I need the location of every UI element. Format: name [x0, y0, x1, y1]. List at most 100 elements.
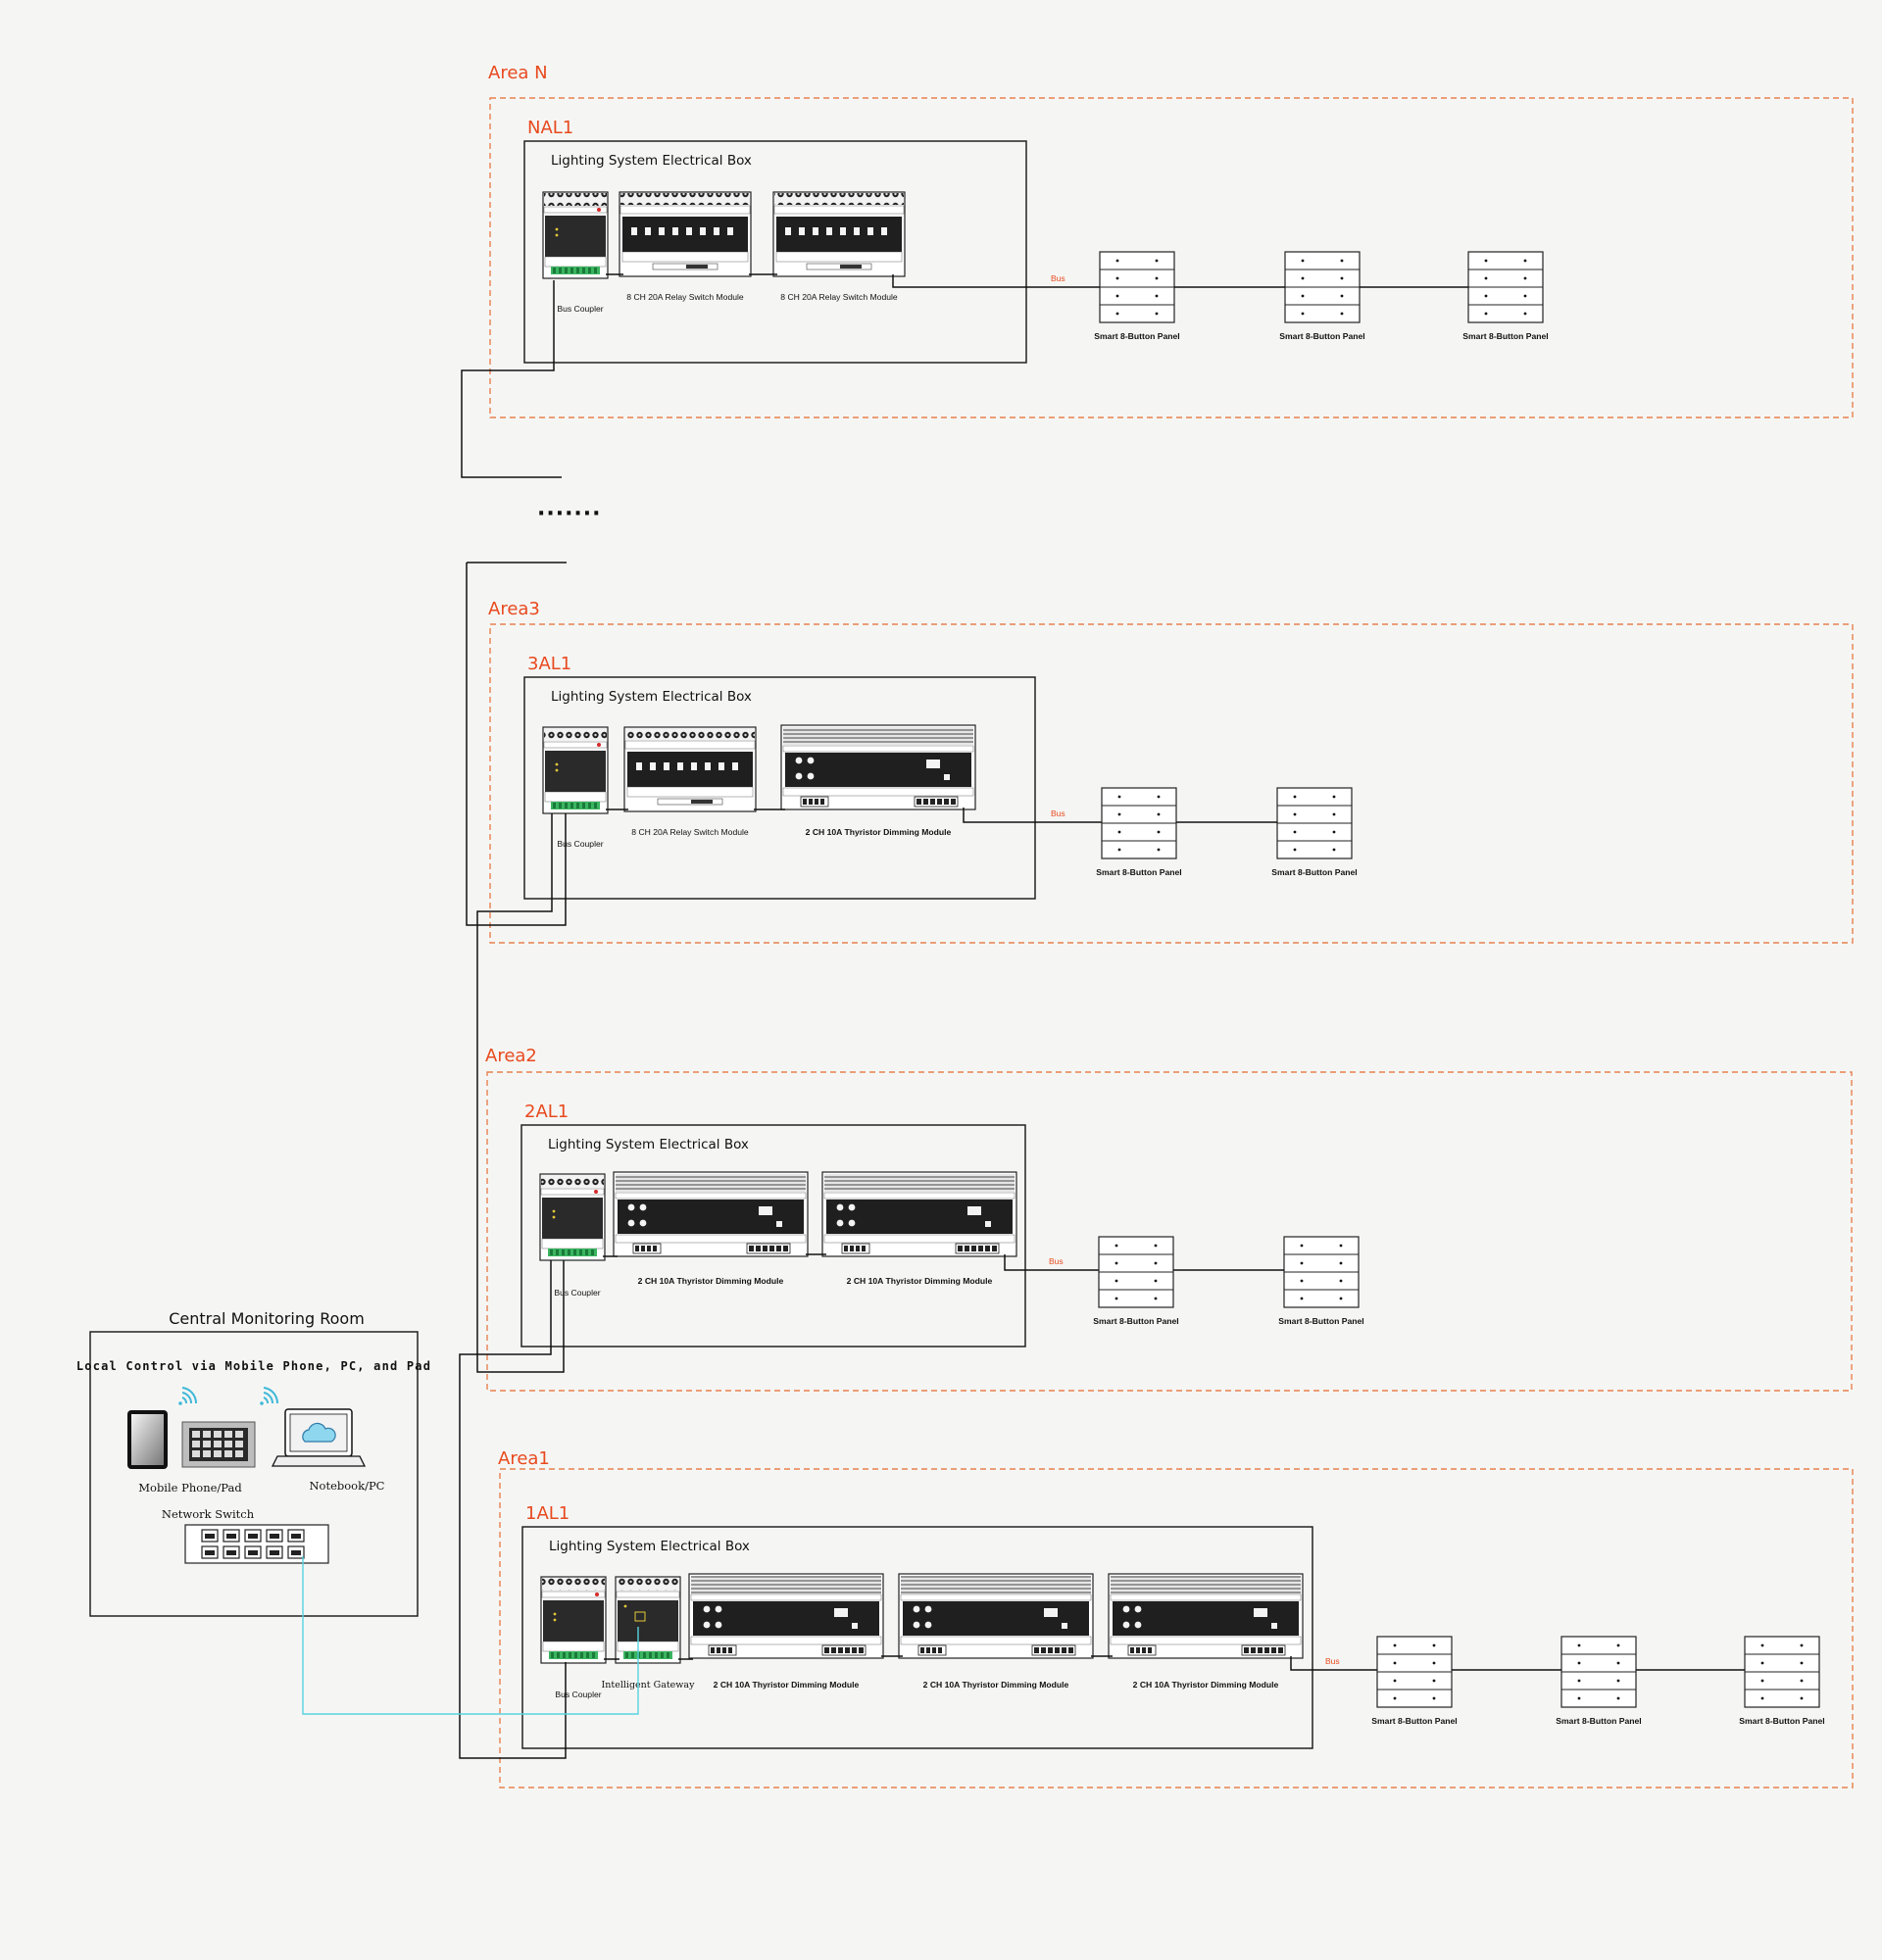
knob-icon	[715, 1605, 722, 1613]
terminal-pin	[653, 1246, 657, 1251]
green-connector	[551, 802, 600, 809]
connector-pin	[565, 803, 568, 808]
panel-button-icon	[1301, 312, 1305, 316]
relay-switch-icon	[659, 227, 665, 235]
relay-switch-icon	[867, 227, 873, 235]
relay-switch-icon	[732, 762, 738, 770]
panel-button-icon	[1115, 312, 1119, 316]
led-icon	[552, 1215, 556, 1219]
connector-pin	[568, 1250, 570, 1255]
led-icon	[555, 762, 559, 766]
module-label: Bus Coupler	[557, 304, 603, 314]
front-panel	[627, 752, 753, 787]
panel-button-icon	[1577, 1696, 1581, 1700]
port-contact	[205, 1534, 215, 1539]
panel-button-icon	[1577, 1679, 1581, 1683]
panel-button-icon	[1523, 312, 1527, 316]
terminal-pin	[844, 1246, 848, 1251]
electrical-box	[520, 1124, 1026, 1348]
bus-connector	[691, 800, 713, 804]
label-strip	[690, 1636, 882, 1645]
relay-switch-icon	[631, 227, 637, 235]
panel-button-icon	[1117, 848, 1121, 852]
green-connector	[623, 1651, 672, 1659]
knob-icon	[1134, 1605, 1142, 1613]
terminal-pin	[815, 799, 818, 805]
bus-coupler-module	[540, 1576, 607, 1664]
button-icon	[776, 1221, 782, 1227]
box-title: Lighting System Electrical Box	[551, 689, 752, 705]
backbone-cable	[476, 813, 565, 1373]
knob-icon	[848, 1219, 856, 1227]
panel-button-icon	[1301, 294, 1305, 298]
panel-button-icon	[1300, 1261, 1304, 1265]
room-title: Central Monitoring Room	[169, 1309, 365, 1328]
panel-button-icon	[1760, 1696, 1764, 1700]
connector-pin	[591, 1250, 594, 1255]
connector-pin	[562, 1250, 565, 1255]
terminal-pin	[1041, 1647, 1046, 1653]
relay-module	[623, 726, 757, 812]
lower-strip	[542, 1641, 605, 1652]
output-terminal	[914, 796, 959, 808]
panel-button-icon	[1523, 259, 1527, 263]
terminal-pin	[1142, 1647, 1146, 1653]
box-label: 3AL1	[527, 654, 571, 674]
panel-button-icon	[1393, 1643, 1397, 1647]
led-icon	[623, 1604, 627, 1608]
terminal-pin	[965, 1246, 969, 1251]
terminal-pin	[1034, 1647, 1039, 1653]
connector-pin	[586, 1652, 589, 1658]
area-label: Area N	[488, 63, 548, 83]
keypad-key	[192, 1431, 200, 1438]
connector-pin	[649, 1652, 652, 1658]
terminal-pin	[958, 1246, 963, 1251]
connector-pin	[580, 1652, 583, 1658]
dimmer-module	[1108, 1573, 1304, 1659]
relay-module	[619, 191, 752, 277]
panel-button-icon	[1760, 1661, 1764, 1665]
lower-strip	[617, 1641, 679, 1652]
knob-icon	[924, 1621, 932, 1629]
front-panel	[693, 1601, 879, 1636]
smart-panel-icon	[1560, 1636, 1637, 1708]
panel-button-icon	[1301, 259, 1305, 263]
display-icon	[759, 1206, 772, 1215]
relay-switch-icon	[813, 227, 818, 235]
terminal-labels	[624, 740, 756, 750]
connector-pin	[594, 268, 597, 273]
bus-label: Bus	[1049, 1256, 1064, 1266]
panel-button-icon	[1154, 1297, 1158, 1300]
module-label: 8 CH 20A Relay Switch Module	[631, 827, 749, 837]
wifi-dot	[260, 1401, 264, 1405]
heatsink-fins	[691, 1576, 881, 1593]
terminal-pin	[971, 1246, 976, 1251]
display-icon	[1254, 1608, 1267, 1617]
terminal-pin	[776, 1246, 781, 1251]
panel-button-icon	[1393, 1661, 1397, 1665]
terminal-labels	[773, 205, 905, 215]
panel-button-icon	[1800, 1661, 1804, 1665]
knob-icon	[924, 1605, 932, 1613]
panel-button-icon	[1157, 848, 1161, 852]
panel-button-icon	[1117, 795, 1121, 799]
din-clip	[657, 798, 723, 806]
dimmer-module	[898, 1573, 1094, 1659]
module-label: Bus Coupler	[555, 1690, 601, 1699]
terminal-pin	[1251, 1647, 1256, 1653]
led-icon	[553, 1618, 557, 1622]
smart-panel-icon	[1376, 1636, 1453, 1708]
smart-panel-icon	[1098, 1236, 1174, 1308]
led-icon	[555, 227, 559, 231]
panel-label: Smart 8-Button Panel	[1739, 1716, 1824, 1726]
panel-button-icon	[1157, 812, 1161, 816]
terminal-strip	[541, 1591, 606, 1598]
status-led-icon	[595, 1592, 599, 1596]
panel-label: Smart 8-Button Panel	[1278, 1316, 1363, 1326]
display-icon	[1044, 1608, 1058, 1617]
knob-icon	[1122, 1621, 1130, 1629]
label-strip	[823, 1234, 1015, 1244]
relay-switch-icon	[705, 762, 711, 770]
panel-button-icon	[1155, 294, 1159, 298]
connector-pin	[570, 803, 573, 808]
